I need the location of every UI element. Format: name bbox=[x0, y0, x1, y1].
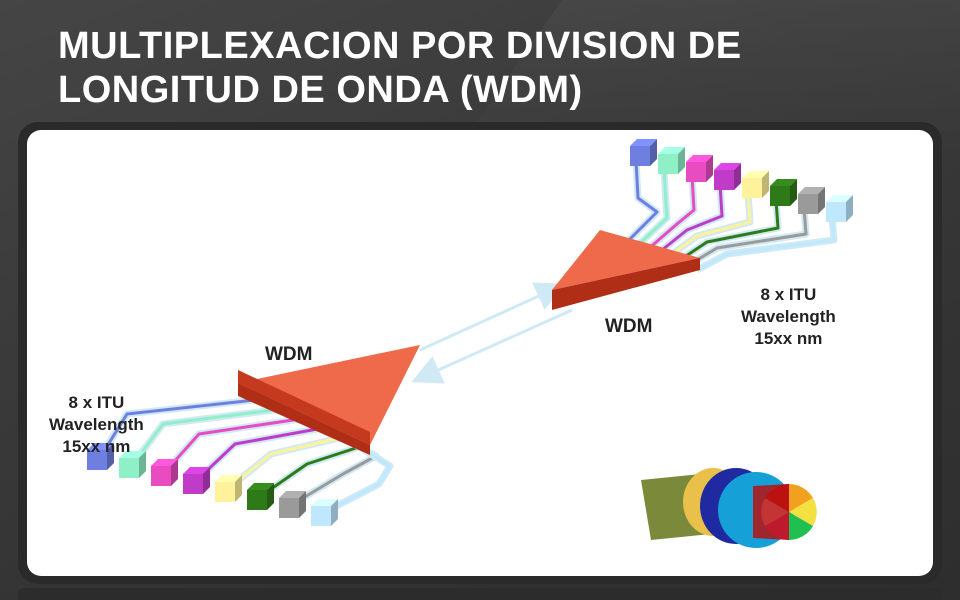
title-line-2: LONGITUD DE ONDA (WDM) bbox=[58, 69, 583, 111]
left-wavelength-cube-8 bbox=[311, 499, 338, 526]
wdm-diagram bbox=[87, 139, 853, 548]
right-wdm-prism-top bbox=[552, 230, 700, 290]
bottom-frame-edge bbox=[18, 588, 942, 600]
right-wavelength-cubes bbox=[630, 139, 853, 222]
right-fiber-8-core bbox=[696, 215, 836, 272]
left-wavelength-cube-1 bbox=[87, 443, 114, 470]
left-wdm-prism bbox=[238, 345, 420, 455]
right-wavelength-cube-5 bbox=[742, 171, 769, 198]
right-wavelength-cube-7 bbox=[798, 187, 825, 214]
slide-title: MULTIPLEXACION POR DIVISION DE LONGITUD … bbox=[58, 24, 918, 112]
trunk-fiber-forward bbox=[419, 282, 566, 352]
left-wavelength-cubes bbox=[87, 443, 338, 526]
left-wdm-prism-side bbox=[238, 370, 370, 445]
left-wavelength-line-1: 8 x ITU bbox=[68, 393, 125, 412]
right-wavelength-cube-6 bbox=[770, 179, 797, 206]
right-fiber-5-core bbox=[666, 191, 752, 260]
diagram-panel: WDM WDM 8 x ITU Wavelength 15xx nm 8 x I… bbox=[27, 130, 933, 576]
left-wavelength-line-3: 15xx nm bbox=[62, 437, 131, 456]
left-wavelength-cube-4 bbox=[183, 467, 210, 494]
right-wavelength-label: 8 x ITU Wavelength 15xx nm bbox=[741, 284, 836, 350]
left-wavelength-line-2: Wavelength bbox=[49, 415, 144, 434]
title-line-1: MULTIPLEXACION POR DIVISION DE bbox=[58, 25, 742, 67]
left-wdm-prism-top bbox=[238, 345, 420, 445]
right-wavelength-line-1: 8 x ITU bbox=[760, 285, 817, 304]
right-fiber-2-core bbox=[635, 167, 669, 248]
right-fiber-3-core bbox=[646, 175, 696, 252]
trunk-fiber-return bbox=[411, 308, 573, 384]
right-fiber-7-core bbox=[686, 207, 808, 268]
fiber-optic-cable-icon bbox=[641, 468, 817, 548]
right-wavelength-cube-2 bbox=[658, 147, 685, 174]
left-wdm-label: WDM bbox=[265, 344, 313, 365]
left-wavelength-cube-6 bbox=[247, 483, 274, 510]
left-wavelength-cube-3 bbox=[151, 459, 178, 486]
left-wavelength-cube-2 bbox=[119, 451, 146, 478]
right-wavelength-cube-1 bbox=[630, 139, 657, 166]
right-wavelength-cube-4 bbox=[714, 163, 741, 190]
left-wavelength-cube-7 bbox=[279, 491, 306, 518]
right-fiber-1-core bbox=[625, 159, 659, 244]
left-wdm-prism-front bbox=[238, 383, 370, 455]
right-wavelength-line-2: Wavelength bbox=[741, 307, 836, 326]
right-wdm-prism-front bbox=[552, 258, 700, 310]
right-wdm-prism bbox=[552, 230, 700, 310]
left-wavelength-label: 8 x ITU Wavelength 15xx nm bbox=[49, 392, 144, 458]
left-wavelength-cube-5 bbox=[215, 475, 242, 502]
right-channel-fibers bbox=[624, 159, 838, 274]
right-wavelength-line-3: 15xx nm bbox=[754, 329, 823, 348]
cable-red-fiber bbox=[753, 484, 789, 540]
right-wavelength-cube-3 bbox=[686, 155, 713, 182]
trunk-fiber bbox=[411, 282, 573, 384]
right-wavelength-cube-8 bbox=[826, 195, 853, 222]
right-fiber-4-core bbox=[656, 183, 724, 256]
right-fiber-6-core bbox=[676, 199, 780, 264]
right-wdm-label: WDM bbox=[605, 316, 653, 337]
